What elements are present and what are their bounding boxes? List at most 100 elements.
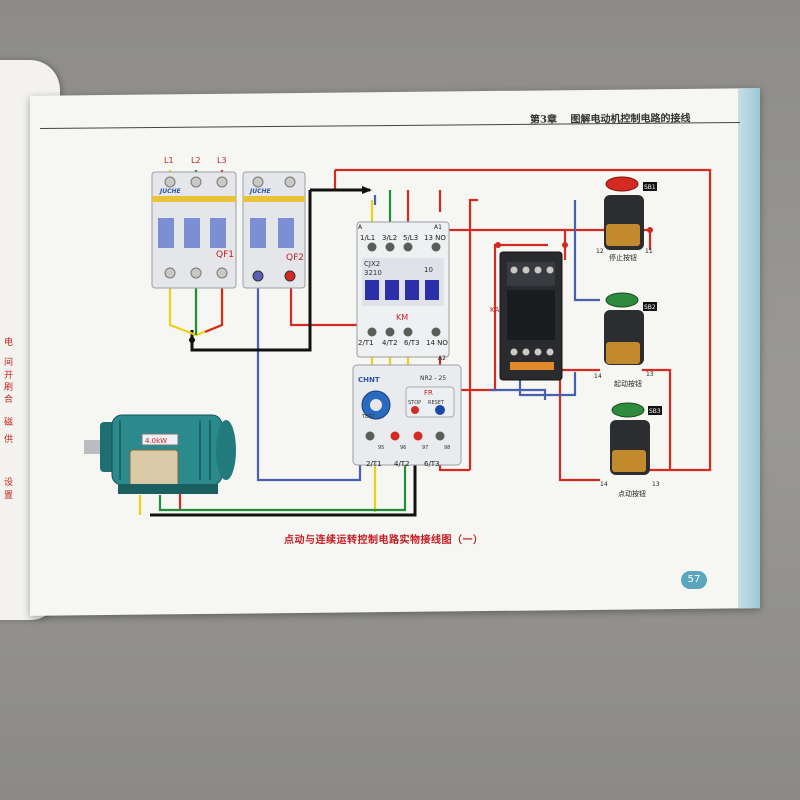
terminal-screw <box>216 176 228 188</box>
breaker-band <box>152 196 236 202</box>
junction-dot <box>495 242 501 248</box>
terminal-screw <box>546 348 554 356</box>
terminal-screw <box>413 431 423 441</box>
button-contact-block <box>612 450 646 472</box>
button-terminal-left: 14 <box>594 373 602 380</box>
breaker-toggle <box>278 218 294 248</box>
terminal-screw <box>534 348 542 356</box>
breaker-toggle <box>184 218 200 248</box>
contactor-window <box>405 280 419 300</box>
motor-base <box>118 484 218 494</box>
terminal-a-left: A <box>358 224 363 231</box>
wire-red-sb <box>560 368 672 470</box>
thermal-relay-fr: CHNT NR2 - 25 FR STOP RESET TEST 95 96 9… <box>352 364 462 468</box>
contactor-km: CJX2 3210 10 KM 1/L1 3/L2 5/L3 13 NO 2/T… <box>356 221 450 362</box>
terminal-screw <box>403 242 413 252</box>
terminal-screw <box>546 266 554 274</box>
junction-dot <box>562 242 568 248</box>
terminal-screw <box>403 327 413 337</box>
wire-blue-qf2 <box>256 285 362 482</box>
button-terminal-right: 13 <box>652 481 660 488</box>
pushbutton-sb2: SB2 14 13 起动按钮 <box>594 292 657 388</box>
relay-reset-button <box>435 405 445 415</box>
relay-model: NR2 - 25 <box>420 375 446 382</box>
junction-dot <box>647 227 653 233</box>
breaker-toggle <box>210 218 226 248</box>
left-fragment: 电 <box>4 338 14 348</box>
motor-terminal-box <box>129 449 179 489</box>
relay-top-block <box>507 262 555 286</box>
pushbutton-sb3: SB3 14 13 点动按钮 <box>600 402 662 498</box>
motor-label: 4.0kW <box>145 437 167 445</box>
relay-test-text: TEST <box>361 414 375 420</box>
terminal-screw <box>252 176 264 188</box>
relay-reset-text: RESET <box>428 400 445 406</box>
contactor-label: KM <box>396 313 408 322</box>
terminal-screw <box>367 242 377 252</box>
terminal-screw <box>510 348 518 356</box>
contactor-aux: 10 <box>424 266 433 274</box>
left-fragment: 合 <box>4 395 14 405</box>
motor-nameplate <box>141 433 179 446</box>
phase-label-l3: L3 <box>217 156 227 165</box>
contactor-window <box>425 280 439 300</box>
intermediate-relay-ka: KA <box>490 251 563 381</box>
terminal-label: 5/L3 <box>403 234 418 242</box>
relay-contact-numbers: 95 96 97 98 <box>378 445 450 451</box>
terminal-label: 1/L1 <box>360 234 375 242</box>
button-terminal-left: 14 <box>600 481 608 488</box>
button-cap-green <box>605 292 639 308</box>
relay-socket-screws <box>510 266 554 356</box>
left-fragment: 设 <box>4 478 14 488</box>
terminal-label: 2/T1 <box>366 460 382 468</box>
pushbutton-sb1: SB1 12 11 停止按钮 <box>596 176 657 262</box>
button-label: 点动按钮 <box>618 489 646 498</box>
terminal-screw <box>252 270 264 282</box>
terminal-screw <box>385 327 395 337</box>
button-tag <box>648 406 662 415</box>
wire-black-motor <box>150 460 417 517</box>
wire-red-top <box>333 168 712 472</box>
button-contact-block <box>606 342 640 364</box>
terminal-screw <box>164 176 176 188</box>
relay-terminals <box>365 431 445 441</box>
contactor-top-terminals: 1/L1 3/L2 5/L3 13 NO <box>360 234 446 242</box>
terminal-a1: A1 <box>434 224 442 231</box>
breaker-qf2: JUCHE QF2 <box>242 171 306 289</box>
contactor-model: CJX2 <box>364 260 380 268</box>
button-label: 起动按钮 <box>614 379 642 388</box>
button-id: SB1 <box>644 184 656 191</box>
wires <box>138 168 712 517</box>
relay-ka-label: KA <box>490 306 499 314</box>
button-terminal-right: 13 <box>646 371 654 378</box>
breaker-label-qf1: QF1 <box>216 250 234 260</box>
phase-label-l1: L1 <box>164 156 174 165</box>
button-tag <box>643 182 657 191</box>
left-fragment: 间 <box>4 358 14 368</box>
terminal-screw <box>365 431 375 441</box>
contactor-bottom-terminals: 2/T1 4/T2 6/T3 14 NO <box>358 339 448 347</box>
breaker-label-qf2: QF2 <box>286 253 304 263</box>
terminal-screw <box>190 176 202 188</box>
wire-qf1-out-red <box>204 285 224 334</box>
terminal-screw <box>534 266 542 274</box>
motor-fins <box>119 420 211 480</box>
breaker-band <box>243 196 305 202</box>
terminal-screw <box>284 176 296 188</box>
left-fragment: 磁 <box>4 418 14 428</box>
terminal-screw <box>216 267 228 279</box>
button-terminal-left: 12 <box>596 248 604 255</box>
arrow-head <box>362 186 372 194</box>
relay-label-strip <box>510 362 554 370</box>
terminal-screw <box>522 266 530 274</box>
button-terminal-right: 11 <box>645 248 653 255</box>
breaker-brand: JUCHE <box>249 188 272 195</box>
left-fragment: 置 <box>4 491 14 501</box>
contact-number: 98 <box>444 445 450 451</box>
terminal-label: 3/L2 <box>382 234 397 242</box>
relay-stop-text: STOP <box>408 400 421 406</box>
figure-caption: 点动与连续运转控制电路实物接线图（一） <box>284 535 484 546</box>
terminal-screw <box>385 242 395 252</box>
terminal-label: 2/T1 <box>358 339 374 347</box>
